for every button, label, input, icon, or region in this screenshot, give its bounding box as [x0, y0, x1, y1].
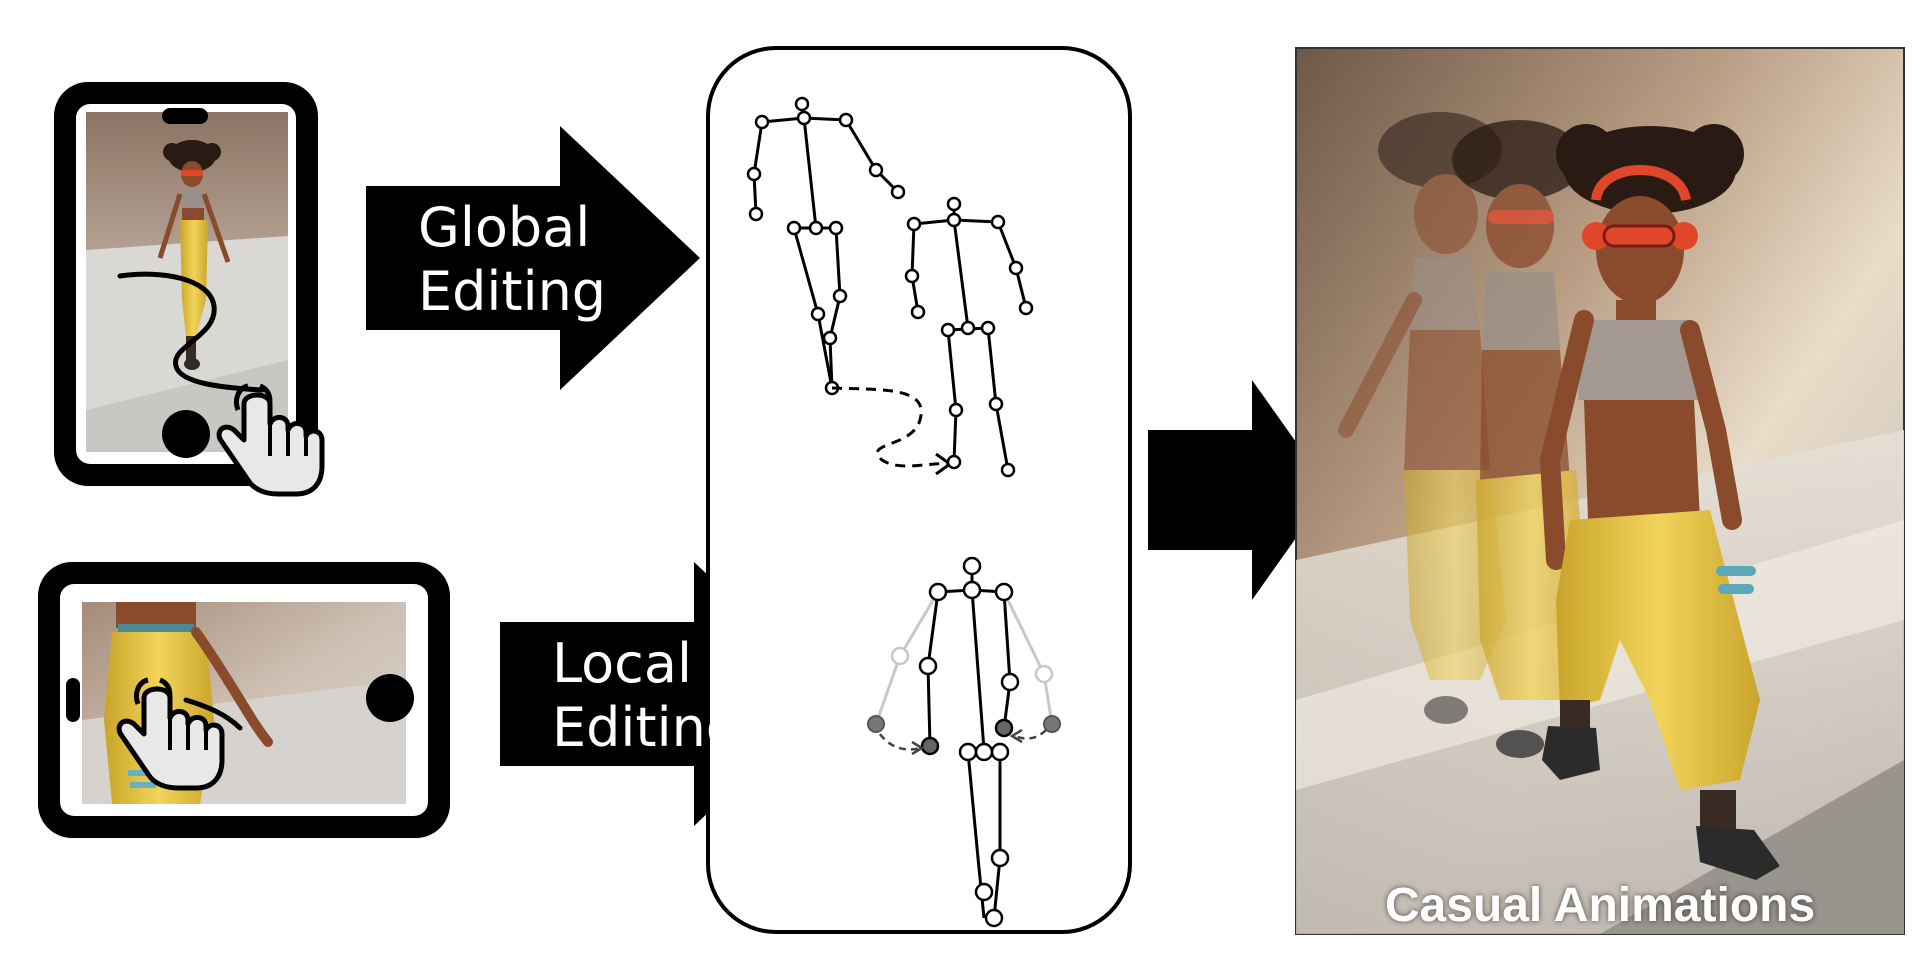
result-arrow: [1148, 380, 1330, 600]
local-skeleton-old-joints: [890, 646, 1054, 684]
global-editing-arrow: [366, 126, 700, 390]
sketch-trajectory: [117, 271, 265, 393]
local-editing-label-line1: Local: [552, 632, 692, 695]
local-editing-label: Local Editing: [552, 632, 740, 760]
local-edit-dashed-left: [878, 733, 921, 751]
local-skeleton-new-hands: [920, 718, 1014, 756]
result-render: [1295, 47, 1905, 935]
local-skeleton-old-hands: [867, 715, 1061, 733]
local-sketch-stroke: [183, 697, 243, 731]
global-editing-label-line1: Global: [418, 196, 591, 259]
portrait-phone: [54, 82, 318, 486]
touch-hand-icon: [216, 383, 325, 497]
local-edit-dashed-right: [1013, 729, 1047, 740]
character-main: [1539, 124, 1780, 880]
local-edit-arrowhead-right: [1009, 728, 1023, 744]
landscape-phone: [38, 562, 450, 838]
character-thumbnail: [157, 140, 231, 370]
local-skeleton-joints: [918, 556, 1020, 928]
local-editing-label-line2: Editing: [552, 696, 741, 759]
global-trajectory-dashed: [831, 386, 949, 468]
result-caption: Casual Animations: [1384, 879, 1816, 932]
global-editing-label: Global Editing: [418, 196, 606, 324]
local-edit-arrowhead-left: [911, 740, 925, 756]
phone-notch: [162, 108, 208, 124]
landscape-record-button: [366, 674, 414, 722]
record-button: [162, 410, 210, 458]
global-editing-label-line2: Editing: [418, 260, 607, 323]
skeleton-end-joints: [904, 196, 1034, 478]
skeleton-panel: [706, 46, 1132, 934]
touch-hand-icon: [116, 677, 225, 791]
landscape-side-button: [66, 678, 80, 722]
